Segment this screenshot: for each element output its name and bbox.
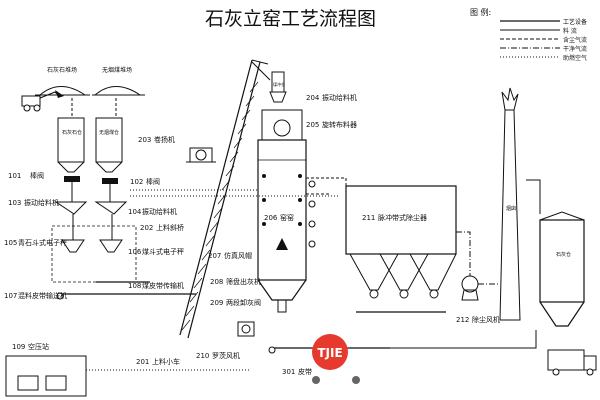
shaft-kiln: 煤冲仓 [257, 71, 316, 313]
equipment-name: 旋转布料器 [322, 120, 357, 129]
equipment-code: 202 [140, 224, 153, 232]
legend-item-label: 含尘气流 [563, 36, 587, 44]
equipment-name: 振动给料机 [24, 198, 59, 207]
equipment-code: 209 [210, 299, 223, 307]
equipment-name: 振动给料机 [142, 207, 177, 216]
equipment-code: 106 [128, 248, 142, 256]
equipment-name: 卷扬机 [154, 135, 175, 144]
equipment-name: 上料斜桥 [156, 223, 184, 232]
equipment-name: 罗茨风机 [212, 351, 240, 360]
svg-text:无烟煤堆场: 无烟煤堆场 [102, 66, 132, 74]
equipment-code: 206 [264, 214, 278, 222]
compressor-station [5, 355, 250, 397]
watermark-logo: TJIE [312, 334, 360, 384]
svg-text:烟囱: 烟囱 [506, 205, 516, 212]
skip-hoist-bridge [179, 59, 271, 339]
chimney: 烟囱 [499, 87, 521, 321]
equipment-name: 窑窑 [280, 213, 294, 222]
truck-icon [547, 349, 597, 376]
equipment-name: 筛盘出灰机 [226, 277, 261, 286]
equipment-name: 振动给料机 [322, 93, 357, 102]
equipment-name: 上料小车 [152, 357, 180, 366]
svg-text:石灰石仓: 石灰石仓 [62, 129, 82, 136]
equipment-code: 105 [4, 239, 17, 247]
equipment-name: 青石斗式电子秤 [18, 238, 67, 247]
legend: 图 例: 工艺设备 料 流 含尘气流 干净气流 助燃空气 [470, 7, 587, 62]
equipment-name: 棒阀 [146, 177, 160, 186]
equipment-name: 煤斗式电子秤 [142, 247, 184, 256]
equipment-name: 空压站 [28, 342, 49, 351]
equipment-code: 208 [210, 278, 223, 286]
equipment-code: 201 [136, 358, 149, 366]
legend-item-label: 料 流 [563, 27, 577, 35]
legend-item-label: 工艺设备 [563, 18, 587, 26]
equipment-name: 棒阀 [30, 171, 44, 180]
equipment-code: 102 [130, 178, 143, 186]
limestone-yard: 石灰石堆场 [35, 66, 90, 96]
equipment-code: 211 [362, 214, 375, 222]
equipment-name: 仿真风帽 [224, 251, 252, 260]
equipment-code: 207 [208, 252, 221, 260]
svg-text:TJIE: TJIE [317, 346, 342, 360]
equipment-code: 103 [8, 199, 21, 207]
coal-yard: 无烟煤堆场 [92, 66, 145, 96]
winch-icon [186, 147, 216, 163]
svg-text:石灰石堆场: 石灰石堆场 [47, 66, 77, 74]
loader-icon [21, 90, 64, 112]
equipment-name: 混料皮带输送机 [18, 291, 67, 300]
limestone-bin: 石灰石仓 [57, 117, 85, 173]
legend-heading: 图 例: [470, 7, 491, 17]
equipment-code: 107 [4, 292, 17, 300]
equipment-labels: 101 棒阀 102 棒阀 103 振动给料机 104 振动给料机 105 青石… [4, 93, 500, 376]
equipment-name: 皮带 [298, 367, 312, 376]
equipment-name: 煤皮带传输机 [142, 281, 184, 290]
equipment-code: 108 [128, 282, 141, 290]
equipment-code: 104 [128, 208, 142, 216]
coal-bin: 无烟煤仓 [95, 117, 123, 173]
equipment-code: 205 [306, 121, 319, 129]
legend-item-label: 干净气流 [563, 45, 587, 53]
equipment-name: 两段卸灰阀 [226, 298, 261, 307]
equipment-code: 212 [456, 316, 469, 324]
equipment-code: 301 [282, 368, 295, 376]
equipment-name: 脉冲带式除尘器 [378, 213, 427, 222]
equipment-code: 101 [8, 172, 21, 180]
equipment-code: 203 [138, 136, 151, 144]
equipment-code: 109 [12, 343, 25, 351]
equipment-code: 210 [196, 352, 209, 360]
svg-text:煤冲仓: 煤冲仓 [273, 81, 285, 87]
dust-fan-icon [456, 231, 500, 301]
svg-text:石灰仓: 石灰仓 [556, 251, 571, 258]
legend-item-label: 助燃空气 [563, 54, 587, 62]
svg-text:无烟煤仓: 无烟煤仓 [99, 129, 119, 136]
lime-bin: 石灰仓 [390, 179, 585, 349]
equipment-code: 204 [306, 94, 320, 102]
equipment-name: 除尘风机 [472, 315, 500, 324]
roots-blower-icon [237, 321, 255, 337]
diagram-title: 石灰立窑工艺流程图 [205, 8, 376, 30]
dust-collector [306, 177, 457, 313]
